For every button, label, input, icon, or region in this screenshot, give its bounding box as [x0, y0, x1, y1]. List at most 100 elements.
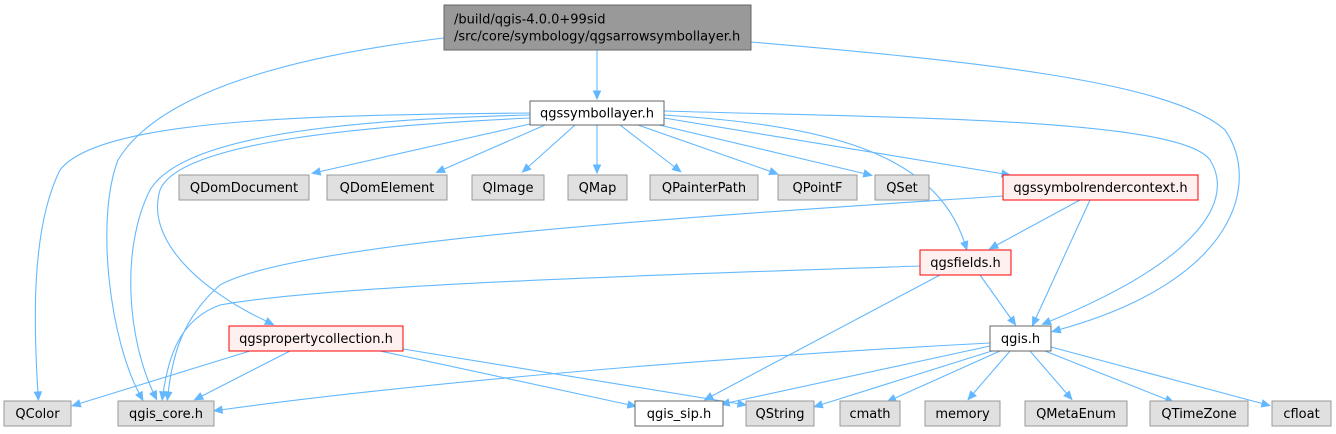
edge-line: [709, 274, 941, 398]
node-label: QDomElement: [340, 181, 435, 196]
edge-arrowhead: [159, 390, 168, 402]
node-cmath: cmath: [839, 400, 901, 427]
edge-line: [77, 350, 251, 405]
node-label: /src/core/symbology/qgsarrowsymbollayer.…: [454, 30, 740, 45]
edge-qgis-to-QTimeZone: [1044, 350, 1175, 404]
node-memory: memory: [924, 400, 1001, 427]
node-label: QMap: [579, 181, 617, 196]
edge-qgssymbollayer-to-QDomElement: [435, 124, 546, 173]
node-box: [839, 400, 901, 427]
edge-arrowhead: [435, 165, 446, 173]
node-label: qgis_sip.h: [647, 407, 711, 422]
edge-line: [157, 117, 531, 323]
edge-line: [1029, 350, 1069, 396]
node-QString: QString: [745, 400, 815, 427]
edge-line: [819, 349, 996, 406]
edge-qgssymbollayer-to-QColor: [33, 112, 531, 402]
edge-qgssymbolrendercontext-to-qgsfields: [988, 199, 1081, 250]
node-label: QMetaEnum: [1036, 407, 1116, 422]
edge-arrowhead: [212, 405, 224, 414]
node-box: [745, 400, 815, 427]
edge-line: [162, 265, 921, 395]
node-QMap: QMap: [567, 174, 628, 201]
edge-line: [619, 124, 677, 169]
edge-arrowhead: [768, 167, 779, 176]
edge-line: [663, 110, 1218, 323]
node-qgssymbolrendercontext[interactable]: qgssymbolrendercontext.h: [1002, 174, 1199, 201]
node-label: cfloat: [1283, 407, 1319, 422]
node-box: [117, 400, 215, 427]
edge-qgssymbollayer-to-qgssymbolrendercontext: [663, 117, 1012, 178]
graph-edges: [33, 37, 1271, 414]
edge-qgssymbollayer-to-QDomDocument: [310, 123, 531, 176]
edge-arrowhead: [71, 399, 82, 408]
node-QTimeZone: QTimeZone: [1149, 400, 1249, 427]
node-qgis_sip[interactable]: qgis_sip.h: [634, 400, 724, 427]
node-qgis_core: qgis_core.h: [117, 400, 215, 427]
edge-line: [130, 114, 531, 395]
node-QImage: QImage: [471, 174, 545, 201]
node-label: qgis_core.h: [129, 407, 203, 422]
edge-line: [167, 195, 1004, 395]
node-box: [777, 174, 858, 201]
node-box: [3, 400, 72, 427]
edge-line: [637, 124, 773, 173]
node-label: QColor: [15, 407, 60, 422]
node-label: QPainterPath: [662, 181, 746, 196]
node-label: qgis.h: [1001, 332, 1040, 347]
edge-arrowhead: [967, 390, 977, 401]
edge-line: [726, 345, 991, 404]
edge-qgis-to-QMetaEnum: [1029, 350, 1073, 401]
node-label: QPointF: [793, 181, 843, 196]
edge-qgspropertycollection-to-QString: [402, 348, 748, 408]
node-cfloat: cfloat: [1271, 400, 1332, 427]
node-qgssymbollayer[interactable]: qgssymbollayer.h: [529, 100, 665, 126]
node-box: [924, 400, 1001, 427]
edge-arrowhead: [33, 391, 43, 402]
edge-arrowhead: [1007, 315, 1017, 326]
edge-qgis-to-cfloat: [1050, 346, 1271, 408]
edge-arrowhead: [1260, 399, 1271, 408]
node-QPainterPath: QPainterPath: [649, 174, 759, 201]
edge-line: [34, 112, 531, 395]
edge-line: [402, 348, 741, 405]
edge-qgssymbolrendercontext-to-qgis: [1031, 199, 1091, 327]
node-box: [178, 174, 310, 201]
edge-arrowhead: [1050, 325, 1062, 334]
edge-line: [663, 117, 1005, 175]
edge-root-to-qgssymbollayer: [592, 50, 602, 101]
node-root[interactable]: /build/qgis-4.0.0+99sid/src/core/symbolo…: [443, 4, 752, 51]
node-box: [634, 400, 724, 427]
node-QPointF: QPointF: [777, 174, 858, 201]
node-box: [1271, 400, 1332, 427]
edge-arrowhead: [310, 167, 322, 176]
edge-arrowhead: [813, 400, 824, 409]
node-label: QImage: [483, 181, 534, 196]
node-qgspropertycollection[interactable]: qgspropertycollection.h: [228, 325, 404, 352]
edge-qgis-to-memory: [967, 350, 1011, 401]
node-label: QSet: [886, 181, 918, 196]
node-label: qgssymbollayer.h: [540, 107, 654, 122]
edge-arrowhead: [193, 392, 205, 401]
edge-arrowhead: [736, 399, 748, 408]
node-box: [1149, 400, 1249, 427]
edge-arrowhead: [1031, 315, 1040, 327]
node-label: memory: [935, 407, 990, 422]
edge-qgssymbollayer-to-QPointF: [637, 124, 779, 176]
edge-arrowhead: [149, 389, 158, 401]
edge-qgssymbollayer-to-qgis_core: [130, 114, 531, 401]
edge-arrowhead: [960, 240, 969, 251]
edge-qgis-to-cmath: [886, 350, 1001, 403]
edge-line: [750, 41, 1240, 331]
edge-qgis-to-qgis_core: [212, 342, 991, 414]
edge-line: [106, 37, 445, 396]
node-box: [1002, 174, 1199, 201]
node-box: [989, 325, 1052, 352]
node-qgsfields[interactable]: qgsfields.h: [919, 249, 1012, 276]
graph-nodes: /build/qgis-4.0.0+99sid/src/core/symbolo…: [3, 4, 1332, 427]
node-label: qgsfields.h: [930, 256, 1000, 271]
node-QMetaEnum: QMetaEnum: [1024, 400, 1128, 427]
node-QSet: QSet: [874, 174, 930, 201]
edge-arrowhead: [263, 317, 275, 326]
node-qgis[interactable]: qgis.h: [989, 325, 1052, 352]
